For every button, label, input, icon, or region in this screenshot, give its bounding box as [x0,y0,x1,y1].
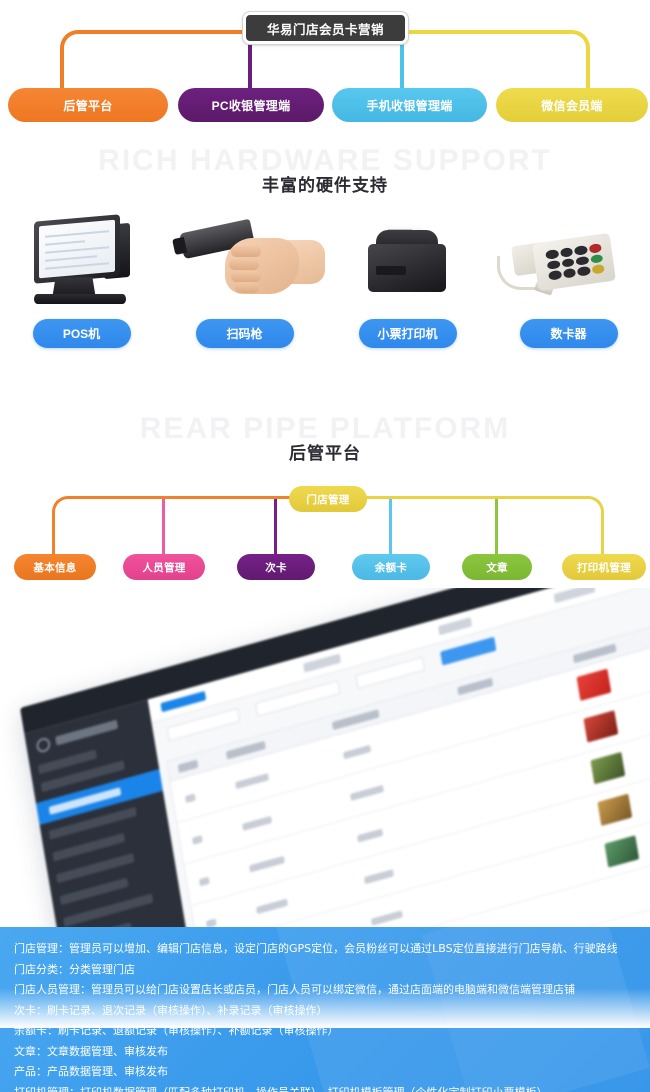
rear-node-balance-card[interactable]: 余额卡 [352,554,430,580]
connector-yellow-stub [586,76,590,90]
hardware-item-card-reader[interactable]: 数卡器 [487,202,650,412]
rear-watermark: REAR PIPE PLATFORM [139,412,511,445]
rear-node-basic-info[interactable]: 基本信息 [14,554,96,580]
rear-node-times-card[interactable]: 次卡 [237,554,315,580]
receipt-printer-icon [326,210,489,315]
hardware-watermark: RICH HARDWARE SUPPORT [98,144,552,177]
hardware-item-scanner[interactable]: 扫码枪 [163,202,326,412]
arch-node-backend[interactable]: 后管平台 [8,88,168,122]
connector-orange-stub [60,76,64,90]
arch-node-mobile-cashier[interactable]: 手机收银管理端 [332,88,487,122]
rear-node-store-management[interactable]: 门店管理 [289,486,367,512]
connector-purple [248,44,252,90]
rear-connector-basic [52,496,302,556]
rear-connector-times-card [274,499,277,556]
hardware-item-printer[interactable]: 小票打印机 [326,202,489,412]
footer-line: 门店分类：分类管理门店 [14,962,135,976]
hardware-label-card-reader: 数卡器 [519,319,618,348]
arch-node-wechat-member[interactable]: 微信会员端 [496,88,648,122]
connector-orange [60,30,260,78]
footer-line: 打印机管理：打印机数据管理（匹配多种打印机、操作员关联）、打印机模板管理（个性化… [14,1085,548,1092]
rear-connector-printer [356,496,604,556]
dashboard-fade-overlay [0,988,650,1028]
rear-node-staff-management[interactable]: 人员管理 [123,554,205,580]
rear-title: 后管平台 [289,444,361,463]
hardware-label-scanner: 扫码枪 [195,319,294,348]
card-reader-icon [487,210,650,315]
rear-node-article[interactable]: 文章 [462,554,532,580]
architecture-title: 华易门店会员卡营销 [243,12,408,44]
hardware-label-printer: 小票打印机 [358,319,457,348]
rear-heading: REAR PIPE PLATFORM 后管平台 [0,412,650,470]
footer-line: 产品：产品数据管理、审核发布 [14,1065,168,1078]
hardware-item-pos[interactable]: POS机 [0,202,163,412]
footer-line: 文章：文章数据管理、审核发布 [14,1044,168,1058]
connector-yellow [392,30,590,78]
rear-diagram: 门店管理 基本信息 人员管理 次卡 余额卡 文章 打印机管理 [0,470,650,588]
hardware-title: 丰富的硬件支持 [262,176,388,195]
rear-connector-balance-card [389,499,392,556]
pos-terminal-icon [0,210,163,315]
footer-line: 门店管理：管理员可以增加、编辑门店信息，设定门店的GPS定位，会员粉丝可以通过L… [14,942,618,955]
hardware-list: POS机 扫码枪 小票打 [0,202,650,412]
rear-connector-article [495,499,498,556]
architecture-diagram: 华易门店会员卡营销 后管平台 PC收银管理端 手机收银管理端 微信会员端 [0,0,650,140]
rear-connector-staff [162,499,165,556]
hardware-heading: RICH HARDWARE SUPPORT 丰富的硬件支持 [0,144,650,202]
hardware-label-pos: POS机 [32,319,131,348]
arch-node-pc-cashier[interactable]: PC收银管理端 [178,88,324,122]
rear-node-printer-management[interactable]: 打印机管理 [562,554,646,580]
barcode-scanner-icon [163,210,326,315]
